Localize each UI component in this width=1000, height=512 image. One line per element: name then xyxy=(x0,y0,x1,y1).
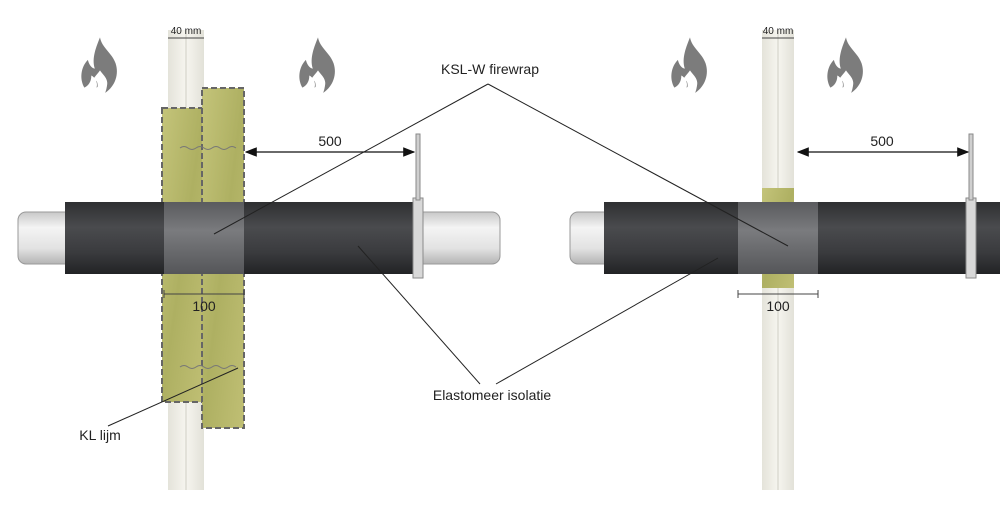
flame-icon xyxy=(81,37,117,94)
left-detail: 40 mm 500 100 xyxy=(17,26,501,490)
glue-callout-label: KL lijm xyxy=(79,427,121,443)
pipe-clamp-rod-right xyxy=(968,133,974,201)
pipe-clamp-left xyxy=(412,197,424,279)
distance-label-left: 500 xyxy=(318,133,342,149)
wrap-width-label-left: 100 xyxy=(192,298,216,314)
firewrap-right xyxy=(738,202,818,274)
distance-label-right: 500 xyxy=(870,133,894,149)
firewrap-callout-label: KSL-W firewrap xyxy=(441,61,539,77)
insulation-callout-label: Elastomeer isolatie xyxy=(433,387,551,403)
callouts: KSL-W firewrap Elastomeer isolatie KL li… xyxy=(79,61,789,443)
pipe-clamp-rod-left xyxy=(415,133,421,201)
pipe-clamp-right xyxy=(965,197,977,279)
flame-icon xyxy=(827,37,863,94)
firewrap-left xyxy=(164,202,244,274)
right-detail: 40 mm 500 100 xyxy=(569,26,1000,490)
flame-icon xyxy=(671,37,707,94)
flame-icon xyxy=(299,37,335,94)
wall-thickness-label-right: 40 mm xyxy=(763,26,794,37)
wrap-width-label-right: 100 xyxy=(766,298,790,314)
wall-thickness-label-left: 40 mm xyxy=(171,26,202,37)
